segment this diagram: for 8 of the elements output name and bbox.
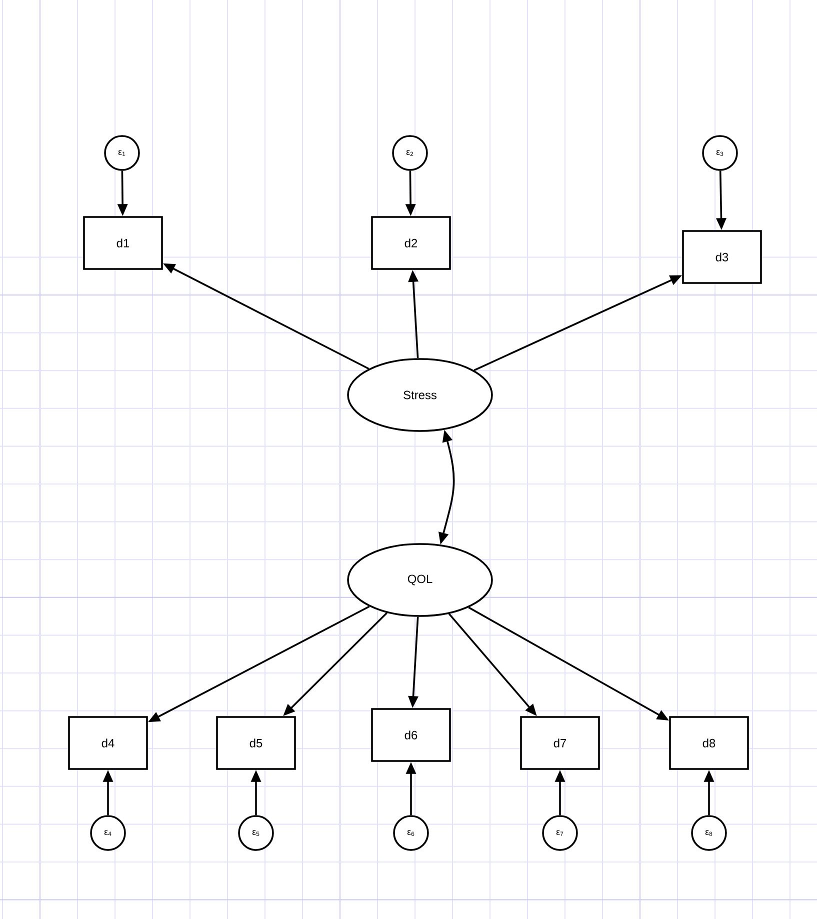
variable-box: d1 [83, 216, 163, 270]
variable-box: d8 [669, 716, 749, 770]
variable-box: d6 [371, 708, 451, 762]
variable-box: d7 [520, 716, 600, 770]
variable-box: d4 [68, 716, 148, 770]
variable-box: d5 [216, 716, 296, 770]
variable-box: d2 [371, 216, 451, 270]
variable-box: d3 [682, 230, 762, 284]
